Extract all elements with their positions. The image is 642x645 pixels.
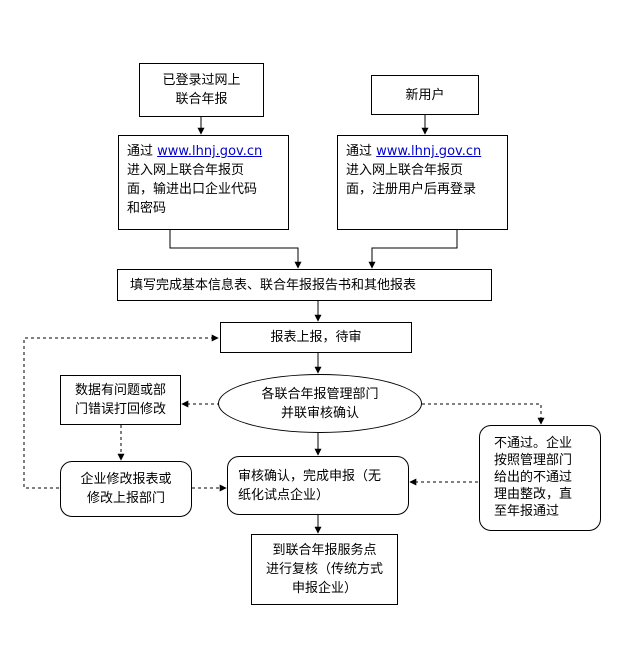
- rejection-line-3: 给出的不通过: [494, 470, 573, 485]
- rejection-line-4: 理由整改，直: [494, 487, 573, 502]
- fill-forms-label: 填写完成基本信息表、联合年报报告书和其他报表: [130, 277, 417, 293]
- left-access-prefix: 通过: [127, 144, 158, 159]
- right-access-prefix: 通过: [346, 144, 377, 159]
- rejection-line-2: 按照管理部门: [494, 453, 573, 468]
- left-access-line-3: 和密码: [127, 201, 167, 216]
- arrow-right-access-to-forms: [368, 230, 458, 269]
- rejection-box: 不通过。企业 按照管理部门 给出的不通过 理由整改，直 至年报通过: [479, 425, 601, 531]
- joint-review-line-2: 并联审核确认: [280, 405, 359, 421]
- enterprise-modify-box: 企业修改报表或 修改上报部门: [60, 461, 192, 517]
- left-access-website-link[interactable]: www.lhnj.gov.cn: [157, 144, 263, 159]
- enterprise-modify-line-1: 企业修改报表或: [80, 472, 172, 487]
- right-access-box: 通过 www.lhnj.gov.cn 进入网上联合年报页 面，注册用户后再登录: [337, 135, 508, 230]
- logged-in-user-box: 已登录过网上 联合年报: [139, 63, 264, 117]
- joint-review-line-1: 各联合年报管理部门: [261, 386, 379, 402]
- dashed-modify-loop-to-submit: [23, 334, 219, 489]
- data-error-line-2: 门错误打回修改: [74, 402, 166, 417]
- confirm-declaration-line-2: 纸化试点企业）: [238, 487, 330, 503]
- new-user-box: 新用户: [371, 75, 479, 115]
- left-access-box: 通过 www.lhnj.gov.cn 进入网上联合年报页 面，输进出口企业代码 …: [118, 135, 289, 230]
- right-access-line-1: 进入网上联合年报页: [346, 163, 464, 178]
- joint-review-ellipse: 各联合年报管理部门 并联审核确认: [218, 374, 422, 433]
- recheck-line-2: 进行复核（传统方式: [265, 562, 383, 577]
- left-access-line-1: 进入网上联合年报页: [127, 163, 245, 178]
- submit-pending-label: 报表上报，待审: [270, 330, 362, 345]
- rejection-line-5: 至年报通过: [494, 504, 560, 519]
- rejection-line-1: 不通过。企业: [494, 436, 573, 451]
- service-point-recheck-box: 到联合年报服务点 进行复核（传统方式 申报企业）: [251, 534, 398, 605]
- recheck-line-3: 申报企业）: [291, 581, 357, 596]
- data-error-line-1: 数据有问题或部: [74, 383, 166, 398]
- recheck-line-1: 到联合年报服务点: [272, 543, 377, 558]
- right-access-line-2: 面，注册用户后再登录: [346, 182, 477, 197]
- logged-in-line-2: 联合年报: [175, 92, 228, 107]
- submit-pending-box: 报表上报，待审: [220, 322, 412, 353]
- confirm-declaration-box: 审核确认，完成申报（无 纸化试点企业）: [227, 456, 409, 515]
- dashed-review-to-reject: [422, 403, 545, 425]
- fill-forms-box: 填写完成基本信息表、联合年报报告书和其他报表: [117, 269, 492, 301]
- new-user-label: 新用户: [405, 87, 445, 103]
- left-access-line-2: 面，输进出口企业代码: [127, 182, 258, 197]
- enterprise-modify-line-2: 修改上报部门: [86, 491, 165, 506]
- confirm-declaration-line-1: 审核确认，完成申报（无: [238, 468, 382, 484]
- right-access-website-link[interactable]: www.lhnj.gov.cn: [376, 144, 482, 159]
- arrow-left-access-to-forms: [169, 230, 302, 269]
- logged-in-line-1: 已登录过网上: [162, 73, 241, 88]
- data-error-box: 数据有问题或部 门错误打回修改: [60, 375, 181, 425]
